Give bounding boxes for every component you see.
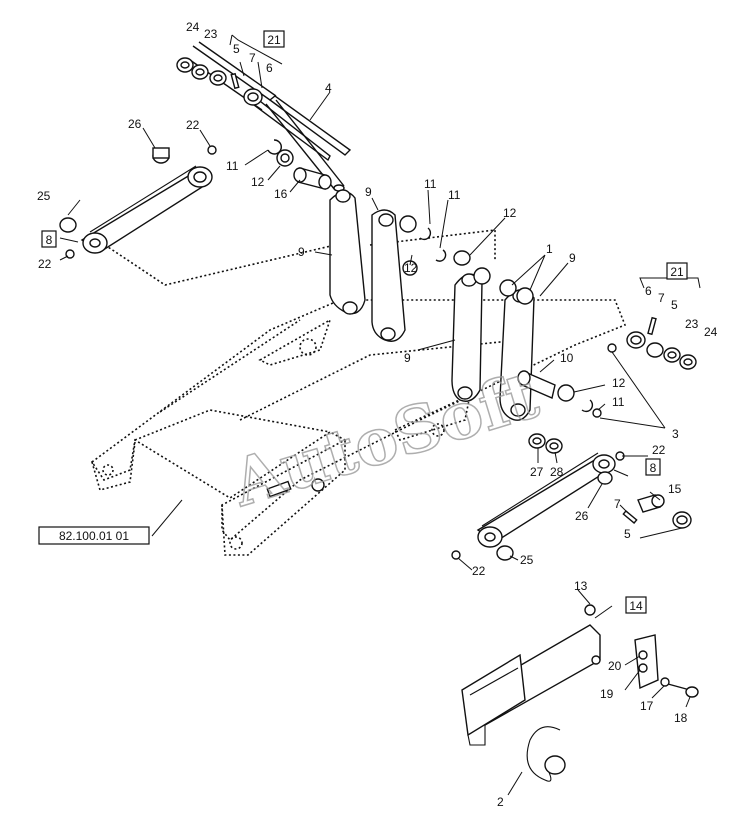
callout-7-right: 7	[658, 291, 665, 305]
callout-26-right: 26	[575, 509, 589, 523]
callout-20: 20	[608, 659, 622, 673]
right-pin-group	[626, 316, 697, 370]
callout-11-d: 11	[612, 395, 625, 409]
callout-9-d: 9	[404, 351, 411, 365]
callout-7-lower: 7	[614, 497, 621, 511]
callout-1: 1	[546, 242, 553, 256]
shaft-assembly	[176, 41, 352, 192]
callout-9-c: 9	[569, 251, 576, 265]
main-frame	[90, 229, 627, 556]
callout-22-right-bottom: 22	[472, 564, 486, 578]
callout-12-d: 12	[612, 376, 626, 390]
callout-12-a: 12	[251, 175, 265, 189]
callout-13: 13	[574, 579, 588, 593]
callout-23-right: 23	[685, 317, 699, 331]
boxed-callouts: 21 21 8 8 14 82.100.01 01	[38, 30, 688, 614]
callout-22-left-bottom: 22	[38, 257, 52, 271]
callout-17: 17	[640, 699, 654, 713]
callout-5-top: 5	[233, 42, 240, 56]
callout-2: 2	[497, 795, 504, 809]
callout-6-top: 6	[266, 61, 273, 75]
callout-numbers: 24 23 5 7 6 4 26 22 11 12 16 9 11 11 12 …	[37, 20, 718, 809]
callout-12-c: 12	[404, 261, 418, 275]
callout-21-top: 21	[267, 33, 281, 47]
callout-6-right: 6	[645, 284, 652, 298]
callout-28: 28	[550, 465, 564, 479]
callout-9-a: 9	[365, 185, 372, 199]
callout-10: 10	[560, 351, 574, 365]
callout-4: 4	[325, 81, 332, 95]
callout-5-lower: 5	[624, 527, 631, 541]
callout-21-right: 21	[670, 265, 684, 279]
callout-24-right: 24	[704, 325, 718, 339]
callout-25-left: 25	[37, 189, 51, 203]
callout-9-b: 9	[298, 245, 305, 259]
bracket-assembly	[461, 604, 699, 782]
callout-7-top: 7	[249, 51, 256, 65]
callout-27: 27	[530, 465, 544, 479]
callout-18: 18	[674, 711, 688, 725]
callout-11-a: 11	[226, 159, 239, 173]
callout-16: 16	[274, 187, 288, 201]
callout-23-top: 23	[204, 27, 218, 41]
leader-lines	[59, 34, 701, 796]
callout-8-right: 8	[650, 461, 657, 475]
callout-25-right: 25	[520, 553, 534, 567]
callout-22-right-top: 22	[652, 443, 666, 457]
left-arm-assembly	[59, 145, 217, 259]
callout-8-left: 8	[46, 233, 53, 247]
callout-24-top: 24	[186, 20, 200, 34]
callout-11-b: 11	[424, 177, 437, 191]
right-arm-assembly	[451, 433, 692, 561]
callout-19: 19	[600, 687, 614, 701]
callout-5-right: 5	[671, 298, 678, 312]
link-plates	[329, 189, 617, 421]
reference-label: 82.100.01 01	[59, 529, 129, 543]
callout-14: 14	[629, 599, 643, 613]
callout-22-left-top: 22	[186, 118, 200, 132]
callout-11-c: 11	[448, 188, 461, 202]
watermark-text: AutoSoft	[223, 358, 547, 522]
callout-12-b: 12	[503, 206, 517, 220]
callout-15: 15	[668, 482, 682, 496]
callout-3: 3	[672, 427, 679, 441]
callout-26-left: 26	[128, 117, 142, 131]
